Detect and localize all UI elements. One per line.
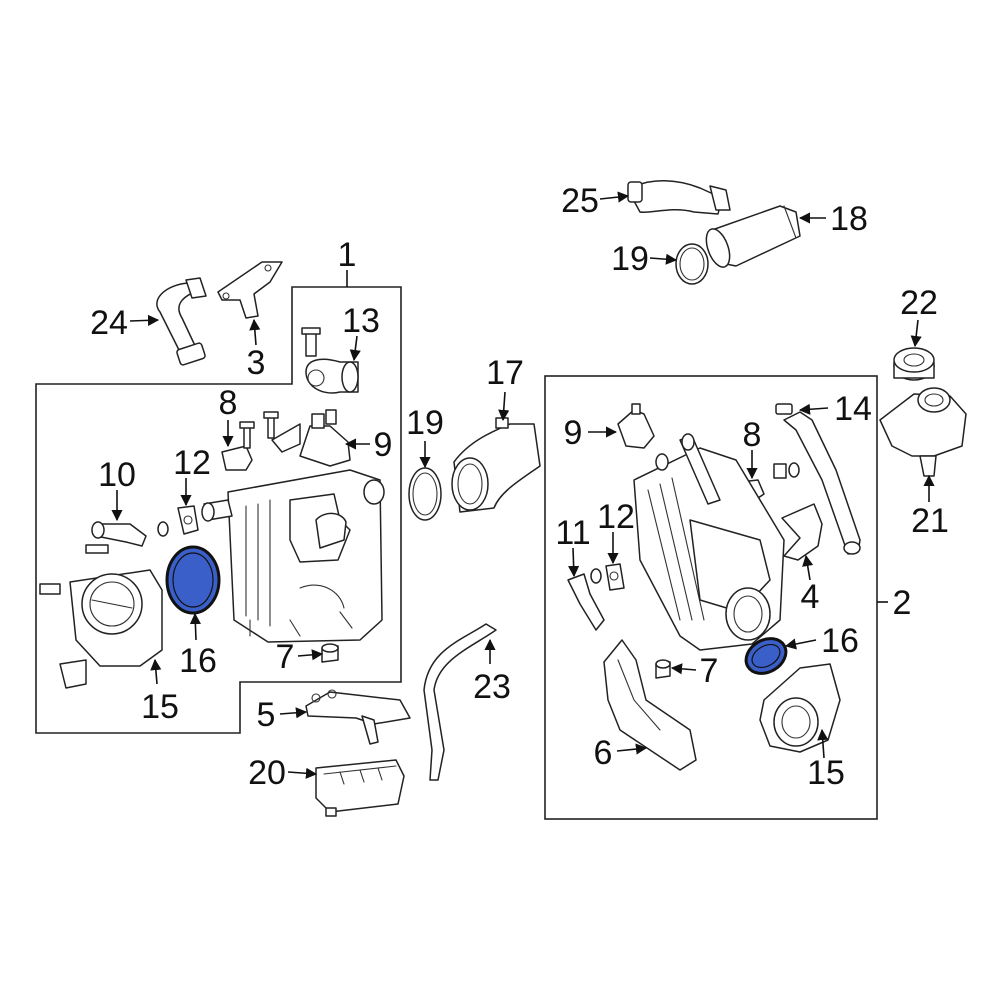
- leader-l3: [249, 318, 261, 346]
- part-19-clamp-upper[interactable]: [675, 243, 709, 285]
- label-2: 2: [893, 584, 912, 622]
- leader-l7a: [297, 649, 324, 661]
- leader-l4: [802, 554, 814, 581]
- leader-l25: [599, 191, 630, 203]
- label-12b: 12: [597, 498, 635, 536]
- part-25-hose[interactable]: [627, 180, 731, 215]
- part-7-nut-left[interactable]: [321, 643, 339, 663]
- label-19a: 19: [406, 404, 444, 442]
- label-7b: 7: [700, 652, 719, 690]
- assembly-1-outline: [35, 286, 402, 734]
- label-21: 21: [911, 502, 949, 540]
- part-3-bracket[interactable]: [217, 261, 283, 319]
- part-1-intercooler-body[interactable]: [201, 469, 385, 643]
- part-15-throttle-right[interactable]: [759, 663, 841, 753]
- part-5-bracket[interactable]: [305, 689, 411, 745]
- label-25: 25: [561, 182, 599, 220]
- leader-l13: [349, 335, 361, 362]
- leader-l15a: [150, 658, 162, 685]
- label-9a: 9: [374, 426, 393, 464]
- leader-l7b: [670, 663, 697, 675]
- part-17-elbow[interactable]: [451, 417, 541, 513]
- part-16-gasket-right-highlighted[interactable]: [740, 632, 792, 681]
- leader-l6: [616, 743, 648, 755]
- label-1: 1: [338, 236, 357, 274]
- part-16-gasket-left-highlighted[interactable]: [165, 545, 221, 615]
- label-8a: 8: [219, 384, 238, 422]
- label-8b: 8: [743, 416, 762, 454]
- label-6: 6: [594, 734, 613, 772]
- label-16a: 16: [179, 642, 217, 680]
- label-20: 20: [248, 754, 286, 792]
- label-7a: 7: [276, 638, 295, 676]
- part-18-hose[interactable]: [702, 205, 801, 270]
- part-12-clip-left[interactable]: [177, 505, 199, 535]
- leader-l14: [798, 403, 829, 415]
- label-15b: 15: [807, 754, 845, 792]
- label-10: 10: [98, 456, 136, 494]
- part-13-fitting[interactable]: [301, 327, 359, 394]
- label-15a: 15: [141, 688, 179, 726]
- leader-l11: [568, 547, 580, 578]
- label-12a: 12: [173, 444, 211, 482]
- label-17: 17: [486, 354, 524, 392]
- label-22: 22: [900, 284, 938, 322]
- part-24-hose[interactable]: [156, 277, 207, 366]
- label-5: 5: [257, 696, 276, 734]
- label-18: 18: [830, 200, 868, 238]
- leader-l15b: [817, 728, 829, 759]
- part-11-pipe[interactable]: [567, 568, 605, 631]
- label-24: 24: [90, 304, 128, 342]
- label-16b: 16: [821, 622, 859, 660]
- label-9b: 9: [564, 414, 583, 452]
- part-9-valve-right[interactable]: [617, 403, 655, 449]
- label-13: 13: [342, 302, 380, 340]
- part-19-clamp-middle[interactable]: [408, 467, 442, 521]
- part-7-nut-right[interactable]: [655, 659, 671, 679]
- leader-l20: [287, 767, 318, 779]
- label-4: 4: [801, 578, 820, 616]
- leader-l19b: [649, 253, 678, 265]
- part-20-reservoir[interactable]: [315, 759, 405, 817]
- part-22-cap[interactable]: [893, 347, 935, 381]
- label-11: 11: [555, 514, 590, 552]
- part-9-valve-left[interactable]: [271, 409, 351, 467]
- label-3: 3: [247, 344, 266, 382]
- leader-l22: [910, 319, 922, 348]
- leader-l17: [498, 391, 510, 422]
- leader-l16a: [189, 612, 201, 641]
- label-23: 23: [473, 668, 511, 706]
- part-4-shield[interactable]: [781, 503, 823, 561]
- leader-l5: [279, 707, 308, 719]
- assembly-2-outline: [544, 375, 878, 820]
- part-12-clip-right[interactable]: [605, 563, 625, 591]
- part-14-pipe[interactable]: [775, 403, 861, 555]
- part-23-hose[interactable]: [423, 623, 497, 781]
- part-2-intercooler-body[interactable]: [633, 433, 785, 651]
- part-6-bracket[interactable]: [603, 639, 697, 771]
- leader-l24: [129, 314, 160, 326]
- part-8-sensor-left[interactable]: [221, 411, 279, 471]
- part-10-pipe[interactable]: [85, 521, 169, 554]
- part-15-throttle-left[interactable]: [39, 569, 163, 689]
- part-21-reservoir[interactable]: [879, 387, 967, 477]
- leader-l16b: [784, 638, 817, 650]
- label-14: 14: [834, 390, 872, 428]
- label-19b: 19: [611, 240, 649, 278]
